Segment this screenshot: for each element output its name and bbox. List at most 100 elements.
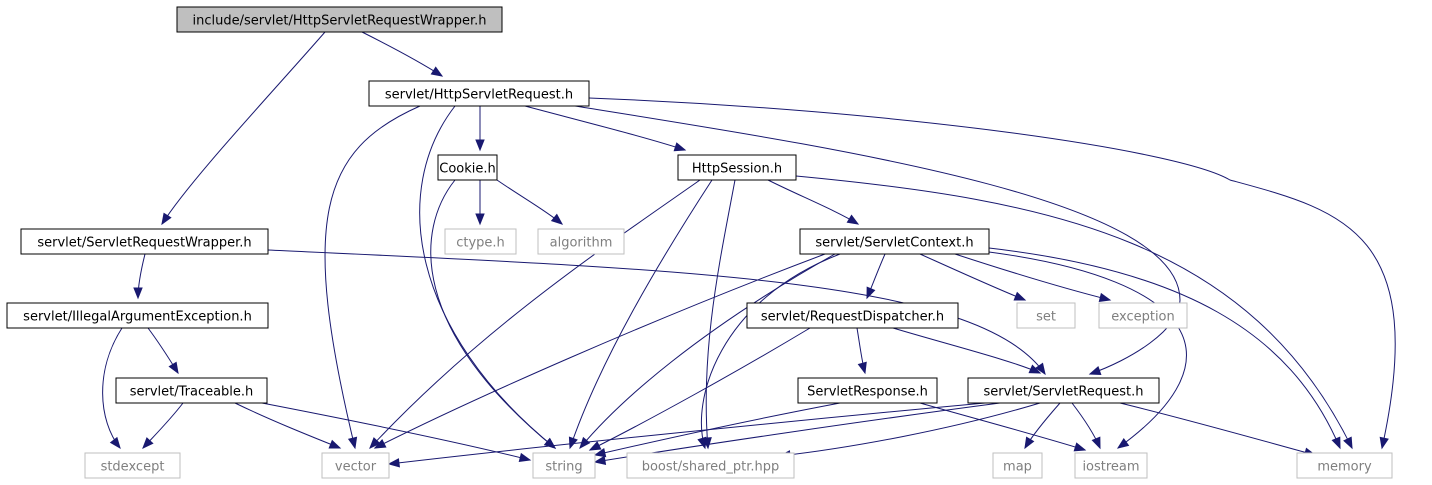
edge-servlet-context-to-exception [954, 253, 1112, 303]
node-request-dispatcher[interactable]: servlet/RequestDispatcher.h [746, 302, 959, 329]
edge-servlet-context-to-request-dispatcher [866, 253, 886, 300]
edge-http-servlet-request-to-servlet-request [574, 105, 1181, 376]
edge-line [954, 253, 1111, 301]
arrowhead-icon [142, 437, 154, 449]
edge-servlet-context-to-vector [373, 253, 826, 449]
node-box [797, 377, 938, 404]
node-label: servlet/RequestDispatcher.h [761, 310, 944, 325]
node-box [677, 154, 797, 181]
node-exception: exception [1098, 302, 1188, 329]
edge-line [795, 175, 1353, 449]
node-label: ServletResponse.h [807, 385, 928, 400]
edge-http-session-to-servlet-context [767, 179, 860, 225]
edge-line [102, 327, 123, 449]
node-label: stdexcept [101, 460, 165, 475]
edge-line [579, 253, 836, 449]
arrowhead-icon [593, 455, 607, 465]
arrowhead-icon [161, 212, 172, 226]
arrowhead-icon [846, 214, 860, 225]
arrowhead-icon [550, 213, 564, 225]
edge-servlet-request-to-vector [387, 402, 986, 468]
node-box [1296, 452, 1393, 479]
node-servlet-request-wrapper[interactable]: servlet/ServletRequestWrapper.h [20, 228, 269, 255]
edge-servlet-request-to-map [1024, 402, 1061, 450]
edge-servlet-request-wrapper-to-servlet-request [267, 249, 1046, 376]
arrowhead-icon [1343, 436, 1353, 450]
arrowhead-icon [1013, 291, 1027, 301]
arrowhead-icon [1091, 436, 1101, 450]
edge-servlet-context-to-memory [988, 247, 1341, 450]
node-cookie[interactable]: Cookie.h [437, 154, 498, 181]
node-box [746, 302, 959, 329]
node-box [799, 228, 990, 255]
edge-cookie-to-ctype [475, 180, 485, 226]
edge-cookie-to-string [430, 179, 557, 449]
arrowhead-icon [328, 439, 342, 449]
edge-http-servlet-request-to-memory [588, 97, 1396, 450]
edge-request-dispatcher-to-servlet-request [892, 327, 1042, 374]
arrowhead-icon [1088, 366, 1102, 376]
edge-servlet-request-wrapper-to-illegal-argument-exception [133, 253, 146, 300]
node-box [368, 80, 590, 107]
node-label: include/servlet/HttpServletRequestWrappe… [192, 14, 486, 29]
edge-line [324, 105, 421, 449]
edge-line [388, 402, 986, 465]
node-label: map [1003, 460, 1032, 475]
edge-line [1119, 402, 1316, 456]
arrowhead-icon [387, 458, 400, 468]
node-label: servlet/ServletRequestWrapper.h [37, 236, 251, 251]
arrowhead-icon [1024, 436, 1035, 450]
arrowhead-icon [866, 286, 876, 300]
node-illegal-argument-exception[interactable]: servlet/IllegalArgumentException.h [6, 302, 269, 329]
node-set: set [1016, 302, 1076, 329]
edge-line [374, 253, 826, 449]
node-label: servlet/ServletContext.h [815, 236, 973, 251]
arrowhead-icon [593, 448, 607, 458]
arrowhead-icon [1116, 438, 1130, 449]
edge-line [588, 97, 1396, 449]
edge-http-session-to-string [568, 179, 713, 450]
edge-line [261, 402, 531, 461]
edge-line [919, 253, 1026, 301]
arrowhead-icon [1073, 442, 1087, 452]
node-label: algorithm [550, 236, 613, 251]
node-label: servlet/HttpServletRequest.h [385, 88, 573, 103]
node-root[interactable]: include/servlet/HttpServletRequestWrappe… [176, 6, 503, 33]
arrowhead-icon [373, 439, 387, 449]
edge-line [589, 327, 811, 451]
edge-http-servlet-request-to-http-session [524, 105, 687, 152]
arrowhead-icon [673, 142, 687, 152]
arrowhead-icon [475, 213, 485, 226]
edge-line [161, 31, 326, 225]
edge-root-to-http-servlet-request [361, 31, 444, 77]
node-http-servlet-request[interactable]: servlet/HttpServletRequest.h [368, 80, 590, 107]
node-http-session[interactable]: HttpSession.h [677, 154, 797, 181]
edge-servlet-response-to-iostream [919, 402, 1087, 452]
node-traceable[interactable]: servlet/Traceable.h [115, 377, 268, 404]
edge-line [369, 179, 701, 449]
node-box [20, 228, 269, 255]
edge-traceable-to-string [261, 402, 532, 463]
arrowhead-icon [133, 287, 143, 300]
node-vector: vector [321, 452, 390, 479]
node-label: servlet/Traceable.h [130, 385, 254, 400]
arrowhead-icon [109, 436, 121, 450]
node-label: memory [1317, 460, 1372, 475]
node-string: string [532, 452, 596, 479]
edge-request-dispatcher-to-string [588, 327, 811, 451]
arrowhead-icon [369, 437, 381, 449]
node-servlet-response[interactable]: ServletResponse.h [797, 377, 938, 404]
edge-line [919, 402, 1086, 451]
node-label: HttpSession.h [692, 162, 782, 177]
node-servlet-request[interactable]: servlet/ServletRequest.h [967, 377, 1160, 404]
node-servlet-context[interactable]: servlet/ServletContext.h [799, 228, 990, 255]
node-box [992, 452, 1043, 479]
node-label: ctype.h [456, 236, 505, 251]
node-memory: memory [1296, 452, 1393, 479]
edge-http-session-to-shared-ptr [702, 179, 736, 450]
node-label: iostream [1082, 460, 1139, 475]
edge-illegal-argument-exception-to-traceable [147, 327, 179, 375]
node-label: Cookie.h [439, 162, 496, 177]
nodes-layer: include/servlet/HttpServletRequestWrappe… [6, 6, 1393, 479]
